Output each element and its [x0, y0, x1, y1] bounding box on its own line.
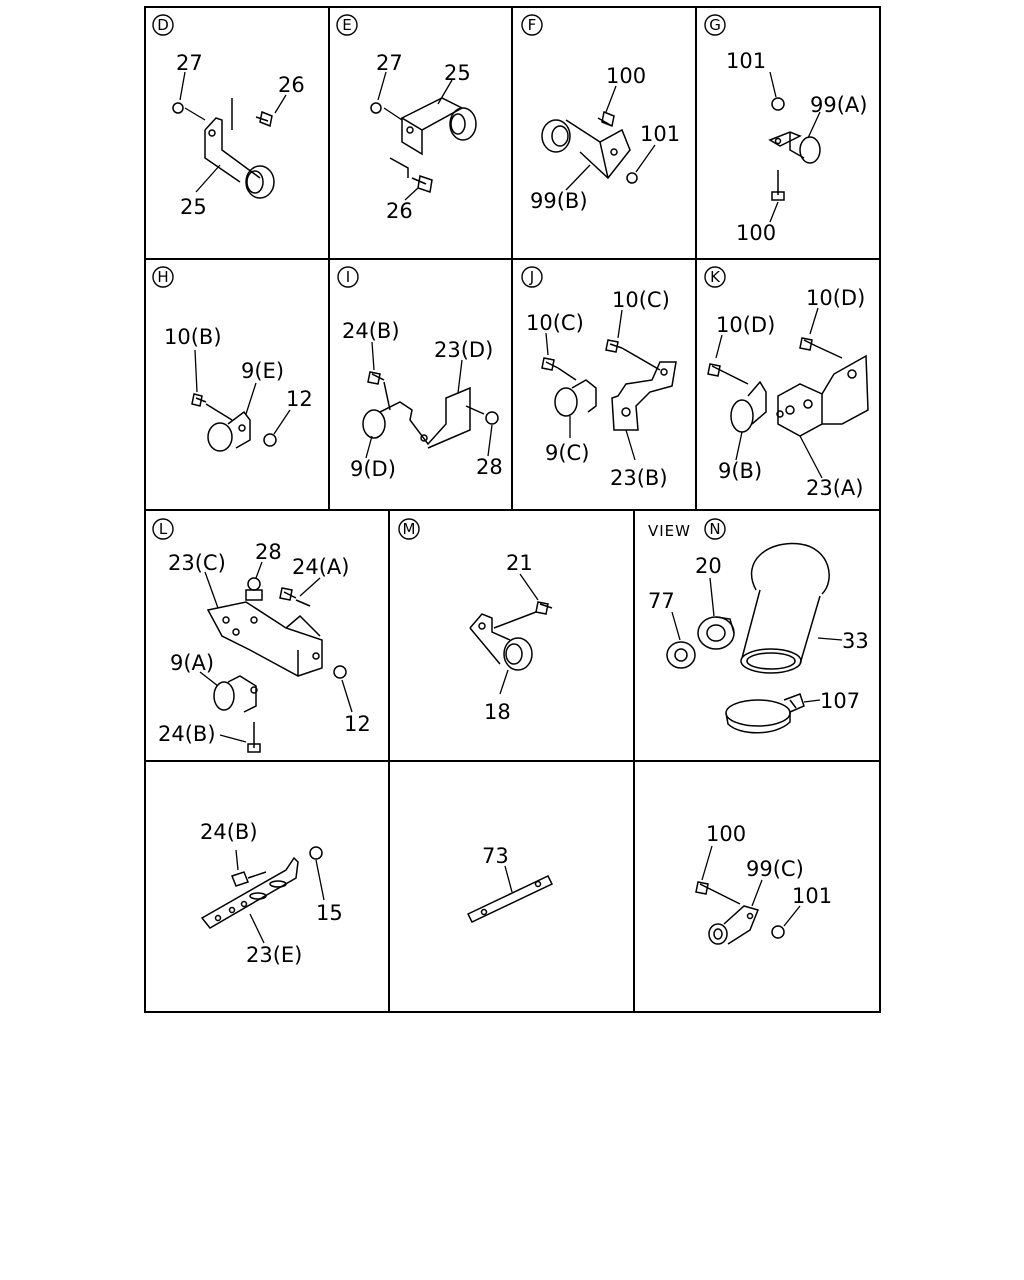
callout-33: 33: [842, 629, 869, 653]
panel-m: M 21 18: [398, 518, 553, 724]
callout-28: 28: [255, 540, 282, 564]
bracket-assembly-drawing: [206, 577, 347, 753]
callout-9e: 9(E): [241, 359, 284, 383]
svg-text:K: K: [710, 268, 721, 286]
panel-j: J 10(C) 10(C) 9(C) 23(B): [521, 266, 677, 490]
clamp-drawing: [469, 601, 553, 671]
callout-99c: 99(C): [746, 857, 804, 881]
callout-26: 26: [278, 73, 305, 97]
callout-23b: 23(B): [610, 466, 668, 490]
section-marker-j: J: [521, 266, 543, 288]
callout-25: 25: [444, 61, 471, 85]
callout-10c-right: 10(C): [612, 288, 670, 312]
callout-100: 100: [736, 221, 776, 245]
panel-strap-73: 73: [466, 844, 554, 923]
callout-101: 101: [726, 49, 766, 73]
callout-23a: 23(A): [806, 476, 863, 500]
svg-text:G: G: [709, 16, 721, 34]
svg-text:D: D: [157, 16, 169, 34]
clamp-bracket-drawing: [172, 98, 275, 199]
callout-23e: 23(E): [246, 943, 302, 967]
section-marker-i: I: [337, 266, 359, 288]
panel-i: I 24(B) 23(D) 9(D) 28: [337, 266, 503, 481]
panel-clamp-99c: 100 99(C) 101: [695, 822, 832, 945]
panel-l: L 23(C) 28 24(A) 9(A: [152, 518, 371, 753]
panel-n: VIEW N 20 7: [648, 518, 869, 734]
grid-frame: [144, 6, 881, 1013]
callout-107: 107: [820, 689, 860, 713]
exhaust-tail-pipe-drawing: [666, 542, 830, 734]
callout-27: 27: [376, 51, 403, 75]
svg-text:I: I: [346, 268, 350, 286]
callout-10b: 10(B): [164, 325, 222, 349]
panel-k: K 10(D) 10(D) 9(B) 23(A): [704, 266, 869, 500]
callout-77: 77: [648, 589, 675, 613]
callout-99b: 99(B): [530, 189, 588, 213]
callout-9c: 9(C): [545, 441, 589, 465]
callout-100: 100: [606, 64, 646, 88]
panel-e: E 27 25 26: [336, 14, 477, 223]
callout-10c-left: 10(C): [526, 311, 584, 335]
callout-23d: 23(D): [434, 338, 493, 362]
section-marker-f: F: [521, 14, 543, 36]
svg-text:F: F: [528, 16, 537, 34]
section-marker-k: K: [704, 266, 726, 288]
panel-g: G 101 99(A) 100: [704, 14, 867, 245]
callout-9b: 9(B): [718, 459, 762, 483]
callout-25: 25: [180, 195, 207, 219]
svg-text:E: E: [342, 16, 351, 34]
callout-27: 27: [176, 51, 203, 75]
callout-15: 15: [316, 901, 343, 925]
svg-text:J: J: [529, 268, 534, 286]
callout-24a: 24(A): [292, 555, 349, 579]
clamp-bracket-drawing: [707, 337, 869, 437]
callout-100: 100: [706, 822, 746, 846]
clamp-bracket-drawing: [362, 371, 499, 449]
clamp-bracket-drawing: [768, 97, 821, 201]
clamp-bracket-drawing: [541, 110, 638, 184]
panel-bracket-23e: 24(B) 15 23(E): [200, 820, 343, 967]
panel-d: D 27 26 25: [152, 14, 305, 219]
callout-18: 18: [484, 700, 511, 724]
callout-9a: 9(A): [170, 651, 214, 675]
callout-101: 101: [792, 884, 832, 908]
callout-10d-left: 10(D): [716, 313, 775, 337]
callout-23c: 23(C): [168, 551, 226, 575]
callout-24b: 24(B): [342, 319, 400, 343]
callout-24b: 24(B): [200, 820, 258, 844]
flat-strap-drawing: [466, 875, 554, 923]
callout-10d-right: 10(D): [806, 286, 865, 310]
clamp-drawing: [695, 881, 785, 945]
section-marker-e: E: [336, 14, 358, 36]
view-n-heading: VIEW N: [648, 518, 726, 540]
callout-24b: 24(B): [158, 722, 216, 746]
svg-text:N: N: [709, 520, 720, 538]
panel-h: H 10(B) 9(E) 12: [152, 266, 313, 452]
clamp-bracket-drawing: [541, 339, 677, 431]
callout-12: 12: [286, 387, 313, 411]
svg-text:L: L: [159, 520, 168, 538]
strap-bracket-drawing: [200, 846, 323, 929]
svg-text:H: H: [157, 268, 168, 286]
callout-28: 28: [476, 455, 503, 479]
section-marker-g: G: [704, 14, 726, 36]
clamp-bracket-drawing: [370, 97, 477, 193]
callout-12: 12: [344, 712, 371, 736]
panel-f: F 100 101 99(B): [521, 14, 680, 213]
callout-9d: 9(D): [350, 457, 396, 481]
callout-99a: 99(A): [810, 93, 867, 117]
svg-text:M: M: [403, 520, 416, 538]
callout-21: 21: [506, 551, 533, 575]
section-marker-m: M: [398, 518, 420, 540]
clamp-bracket-drawing: [191, 393, 277, 452]
section-marker-d: D: [152, 14, 174, 36]
callout-26: 26: [386, 199, 413, 223]
section-marker-l: L: [152, 518, 174, 540]
callout-73: 73: [482, 844, 509, 868]
svg-text:VIEW: VIEW: [648, 522, 691, 540]
section-marker-h: H: [152, 266, 174, 288]
callout-20: 20: [695, 554, 722, 578]
callout-101: 101: [640, 122, 680, 146]
